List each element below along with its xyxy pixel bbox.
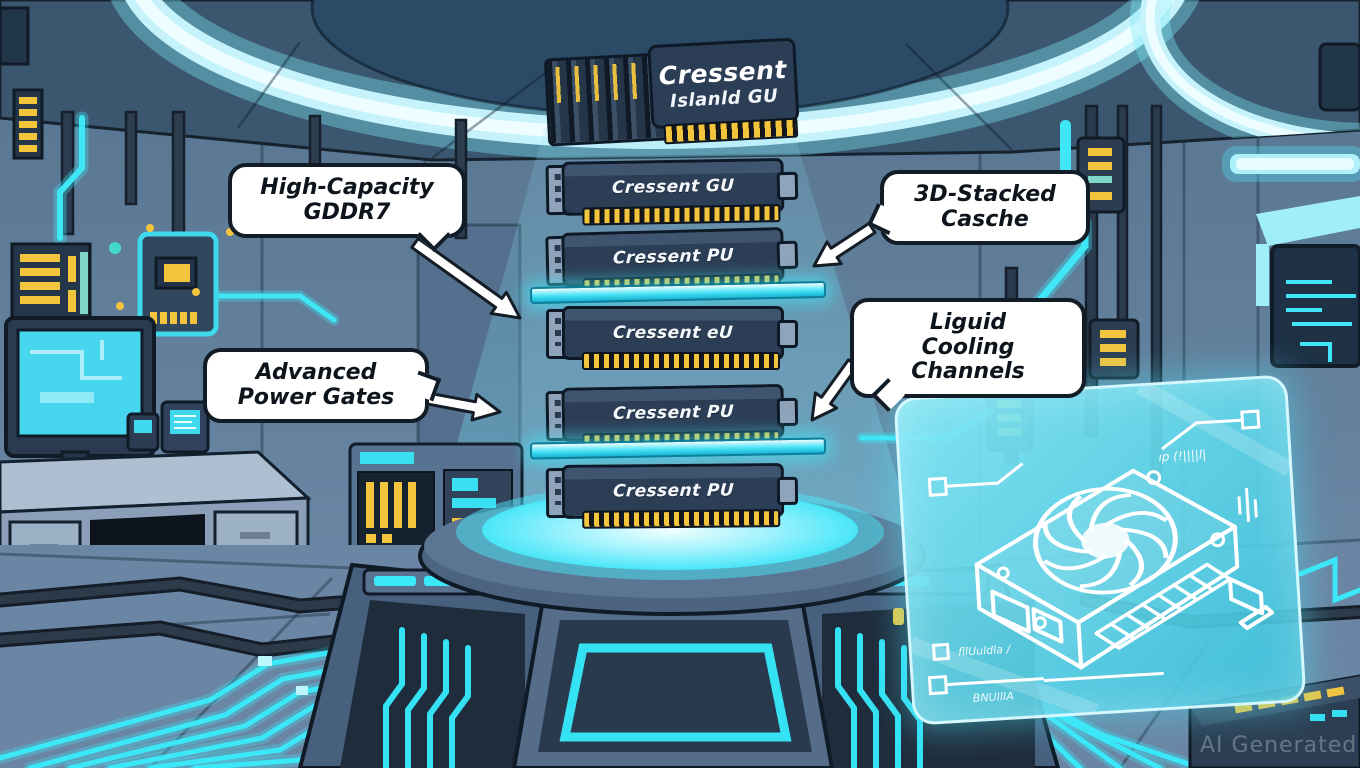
cooler-ports xyxy=(990,589,1064,644)
callout-power-line2: Power Gates xyxy=(237,384,395,410)
gpu-module-top-label-plate: Cressent Islanld GU xyxy=(647,37,800,130)
gpu-stack: Cressent Islanld GU Cressent GU Cressent… xyxy=(529,37,827,540)
cyan-wall-trace xyxy=(53,111,340,326)
gpu-top-label-line2: Islanld GU xyxy=(669,84,779,112)
wall-screen xyxy=(1270,244,1360,368)
callout-cache-line1: 3D-Stacked xyxy=(914,182,1056,207)
gpu-pin-row xyxy=(582,509,781,529)
right-connector-box-2 xyxy=(1088,318,1140,380)
desk-gadget-small xyxy=(126,412,160,452)
podium-gold-dot xyxy=(893,608,904,625)
wall-glow-band-angled xyxy=(1256,196,1360,306)
hologram-gpu-drawing: ıp (!||||l| fllUuldla / BNUIIIA xyxy=(908,379,1294,720)
callout-power: Advanced Power Gates xyxy=(203,348,442,424)
gpu-module-label: Cressent eU xyxy=(612,322,734,343)
callout-cache-line2: Casche xyxy=(941,206,1029,232)
callout-cooling-line2: Cooling Channels xyxy=(911,334,1025,385)
gpu-pin-row xyxy=(582,204,781,226)
gpu-module-label: Cressent PU xyxy=(611,479,735,502)
wall-glow-strip xyxy=(1222,146,1360,182)
gpu-module-label: Cressent PU xyxy=(611,244,734,269)
callout-gddr7-line1: High-Capacity xyxy=(260,175,434,200)
hologram-panel: ıp (!||||l| fllUuldla / BNUIIIA xyxy=(893,374,1307,726)
module-side-tab xyxy=(777,320,798,348)
callout-cooling: Liguid Cooling Channels xyxy=(850,298,1086,412)
gpu-module-label: Cressent PU xyxy=(611,401,734,424)
callout-cooling-line1: Liguid xyxy=(929,310,1007,335)
module-side-tab xyxy=(776,397,799,427)
gpu-module: Cressent GU xyxy=(545,158,799,226)
module-side-tab xyxy=(776,171,799,201)
desk-terminal xyxy=(160,400,210,454)
circuit-board-panel xyxy=(10,242,92,326)
callout-gddr7-line2: GDDR7 xyxy=(303,199,391,225)
cooler-screws xyxy=(996,470,1226,630)
cooler-fan xyxy=(1033,486,1178,595)
holo-glyph-2: fllUuldla / xyxy=(958,643,1012,659)
callout-cache: 3D-Stacked Casche xyxy=(867,170,1090,246)
gpu-module: Cressent eU xyxy=(546,306,798,370)
ceiling-corner-fixture xyxy=(0,6,30,66)
ceiling-panel-seams xyxy=(236,41,1013,159)
gpu-module: Cressent PU xyxy=(545,463,799,529)
holo-glyph-3: BNUIIIA xyxy=(972,690,1014,705)
podium-wing-left-circuit xyxy=(383,627,471,768)
module-side-tab xyxy=(776,240,799,270)
monitor-screen xyxy=(16,328,144,438)
callout-power-line1: Advanced xyxy=(255,360,377,385)
cooler-bracket xyxy=(1228,577,1275,631)
gpu-pin-row xyxy=(582,352,780,370)
teal-dot xyxy=(109,242,121,254)
callout-gddr7: High-Capacity GDDR7 xyxy=(228,163,466,253)
module-side-tab xyxy=(776,476,799,506)
ceiling-corner-fixture-right xyxy=(1318,42,1360,112)
podium-front-cyan-frame xyxy=(559,643,792,742)
holo-leader-lines xyxy=(927,409,1261,696)
holo-glyph-1: ıp (!||||l| xyxy=(1158,447,1207,464)
gpu-module-label: Cressent GU xyxy=(611,175,735,198)
ai-generated-watermark: AI Generated xyxy=(1200,733,1358,758)
gpu-module-top: Cressent Islanld GU xyxy=(543,37,800,156)
cyan-frame-panel xyxy=(137,231,219,337)
